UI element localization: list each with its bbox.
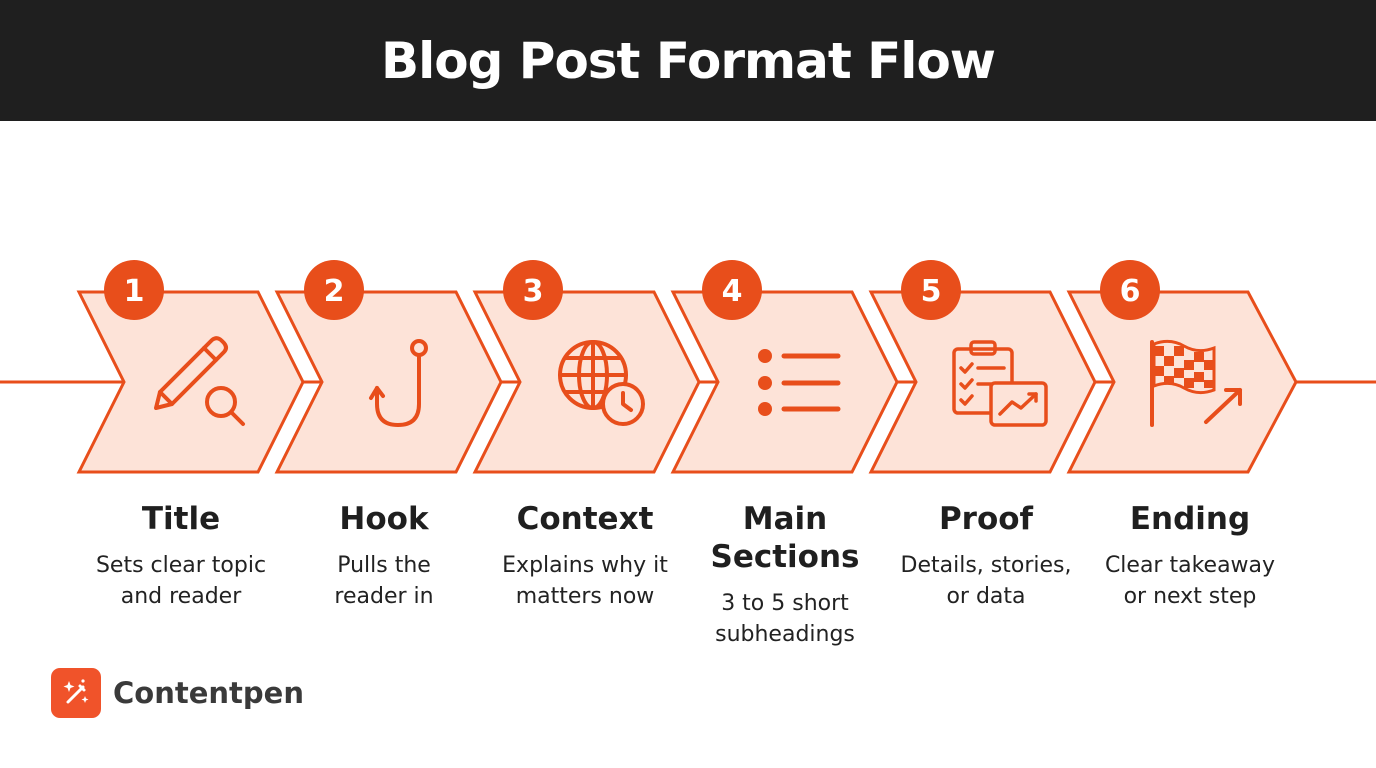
list-icon (758, 349, 841, 416)
step-5-text: Proof Details, stories, or data (886, 500, 1086, 612)
step-5-badge: 5 (901, 260, 961, 320)
step-3-text: Context Explains why it matters now (485, 500, 685, 612)
svg-text:2: 2 (324, 274, 345, 309)
step-3-desc-line1: Explains why it (502, 553, 668, 578)
step-1-title: Title (141, 501, 221, 537)
step-1-badge: 1 (104, 260, 164, 320)
step-5-chevron (868, 290, 1097, 474)
brand: Contentpen (51, 668, 304, 718)
step-5-desc-line1: Details, stories, (900, 553, 1072, 578)
step-4-badge: 4 (702, 260, 762, 320)
step-3-badge: 3 (503, 260, 563, 320)
globe-clock-icon (558, 340, 645, 426)
step-6-title: Ending (1129, 501, 1251, 537)
step-2-text: Hook Pulls the reader in (284, 500, 484, 612)
header-bar: Blog Post Format Flow (0, 0, 1376, 121)
step-2-badge: 2 (304, 260, 364, 320)
step-4-title-line1: Main (742, 501, 828, 537)
step-6-desc-line1: Clear takeaway (1104, 553, 1276, 578)
step-1-chevron (76, 290, 305, 474)
step-3-chevron (472, 290, 701, 474)
step-2-chevron (274, 290, 503, 474)
step-6-desc-line2: or next step (1123, 584, 1257, 609)
step-1-desc-line1: Sets clear topic (95, 553, 267, 578)
step-4-text: Main Sections 3 to 5 short subheadings (685, 500, 885, 650)
svg-text:1: 1 (124, 274, 145, 309)
svg-text:5: 5 (921, 274, 942, 309)
page-title: Blog Post Format Flow (381, 31, 996, 90)
brand-name: Contentpen (113, 676, 304, 710)
step-2-title: Hook (339, 501, 429, 537)
step-3-desc-line2: matters now (515, 584, 655, 609)
step-6-badge: 6 (1100, 260, 1160, 320)
brand-logo (51, 668, 101, 718)
step-2-desc-line1: Pulls the (337, 553, 431, 578)
clipboard-chart-icon (952, 340, 1048, 427)
step-6-text: Ending Clear takeaway or next step (1090, 500, 1290, 612)
fishhook-icon (369, 339, 428, 427)
step-2-desc-line2: reader in (334, 584, 434, 609)
step-4-desc-line2: subheadings (715, 622, 855, 647)
checkered-flag-icon (1150, 339, 1242, 427)
step-5-desc-line2: or data (946, 584, 1026, 609)
step-1-desc-line2: and reader (120, 584, 242, 609)
step-5-title: Proof (938, 501, 1034, 537)
magic-wand-icon (63, 679, 89, 704)
step-4-desc-line1: 3 to 5 short (721, 591, 849, 616)
step-6-chevron (1066, 290, 1298, 474)
pencil-search-icon (154, 336, 245, 426)
svg-text:4: 4 (722, 274, 743, 309)
step-3-title: Context (516, 501, 654, 537)
svg-text:3: 3 (523, 274, 544, 309)
svg-text:6: 6 (1120, 274, 1141, 309)
step-4-title-line2: Sections (710, 539, 860, 575)
step-1-text: Title Sets clear topic and reader (81, 500, 281, 612)
